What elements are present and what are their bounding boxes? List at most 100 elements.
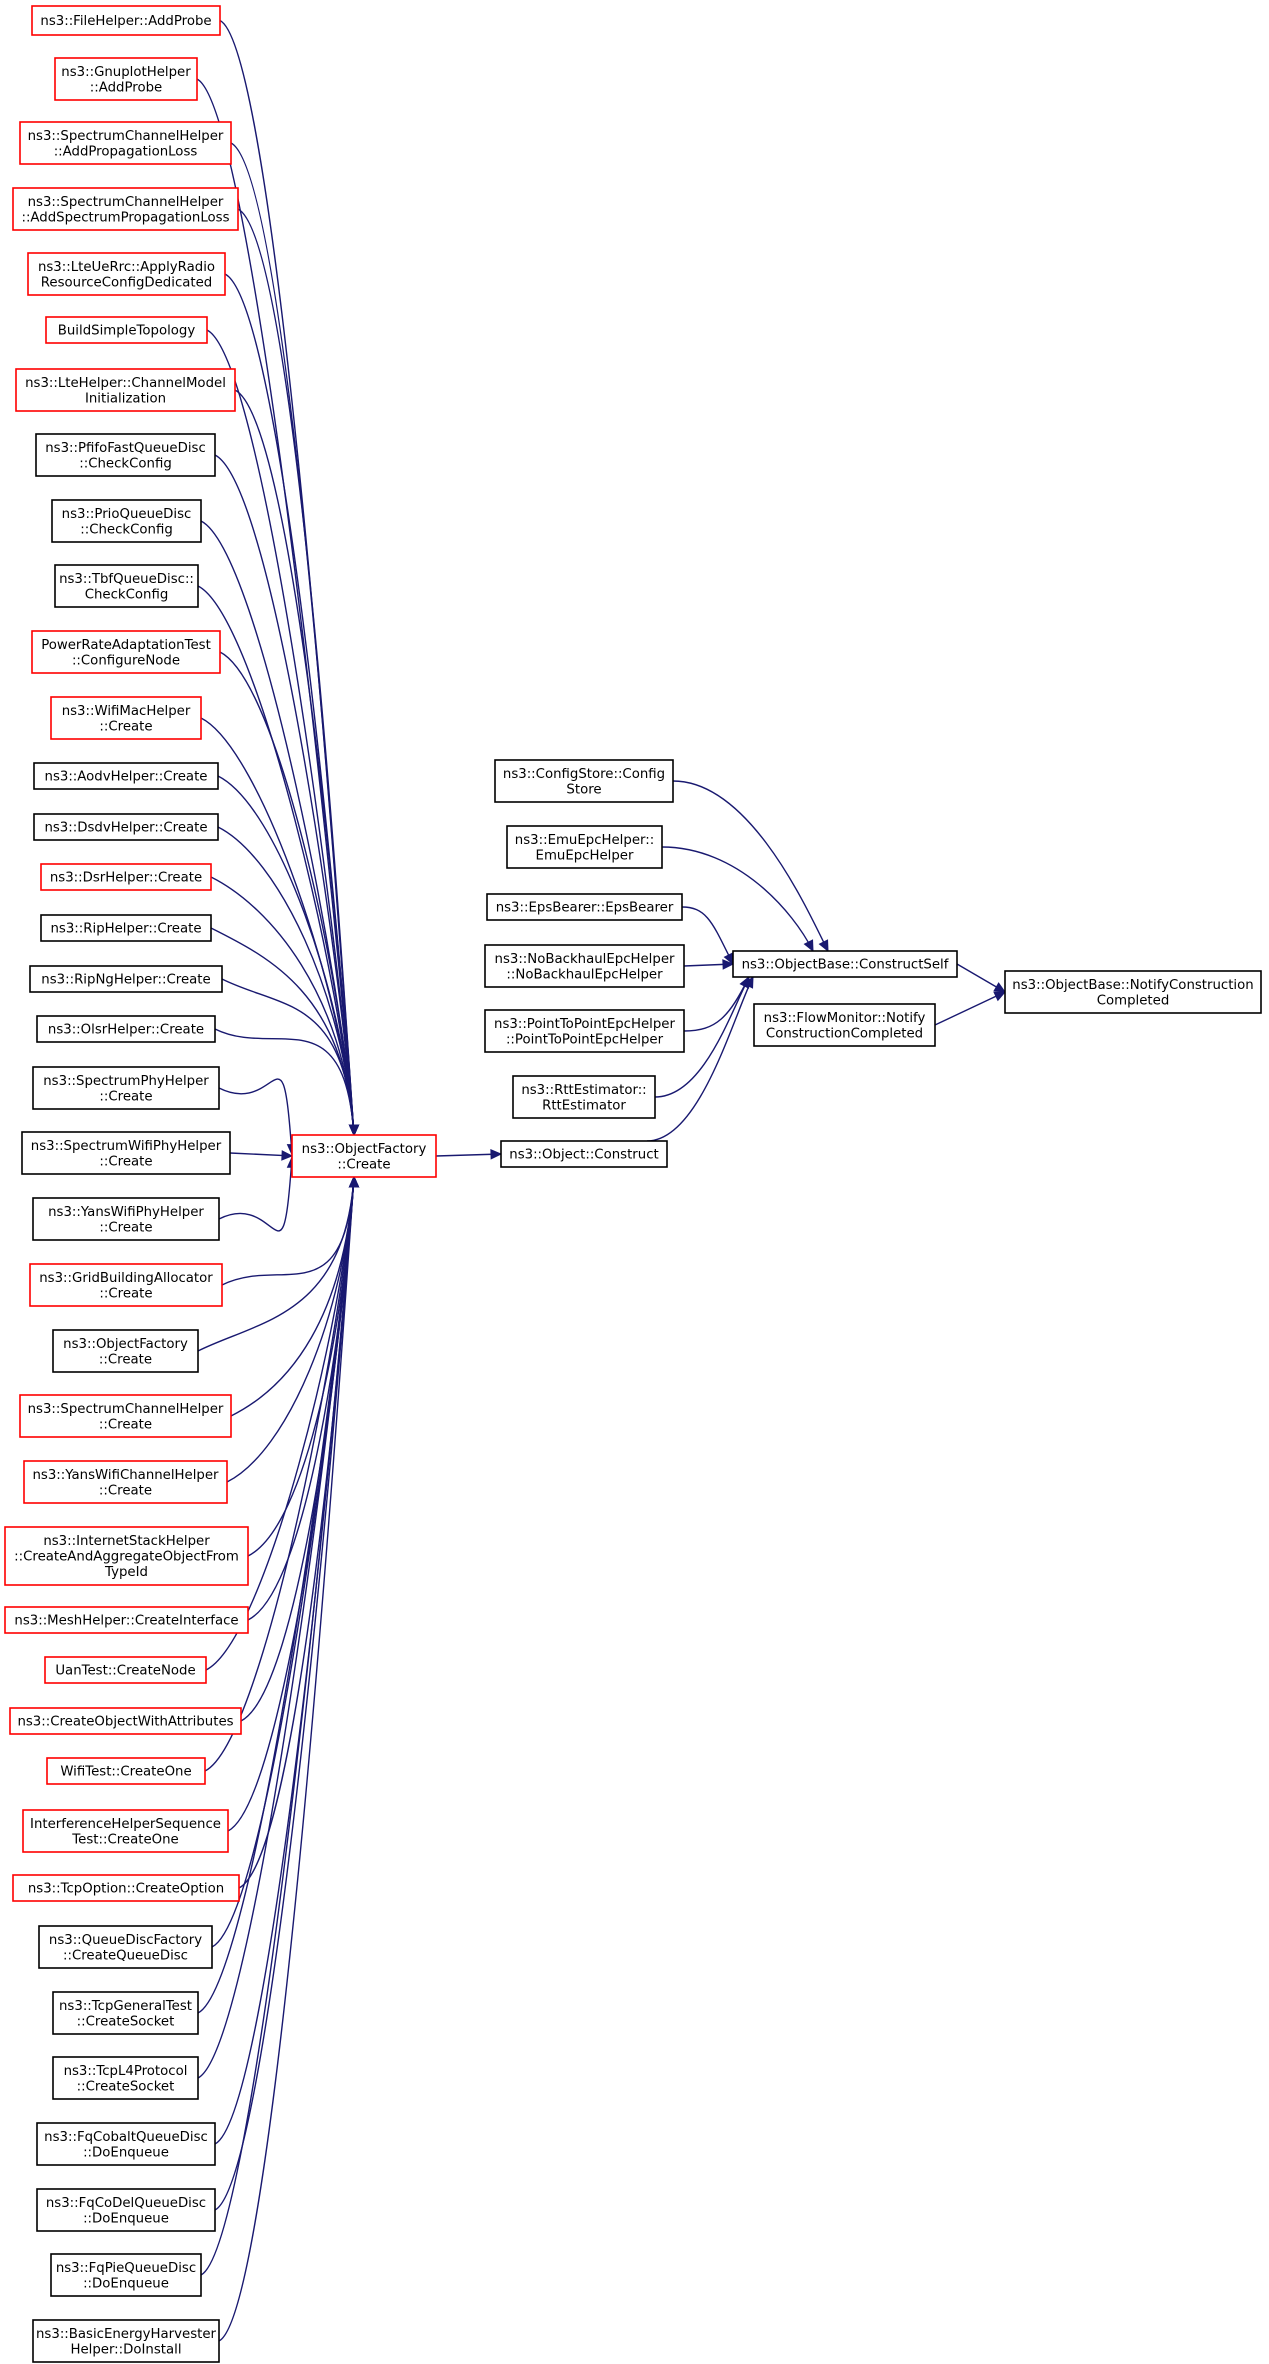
call-edge — [230, 142, 355, 1136]
node-object-construct[interactable]: ns3::Object::Construct — [500, 1140, 668, 1168]
node-emuepc[interactable]: ns3::EmuEpcHelper::EmuEpcHelper — [506, 825, 663, 869]
node-box — [29, 965, 223, 993]
node-label: ::CreateSocket — [77, 2014, 175, 2029]
node-interf[interactable]: InterferenceHelperSequenceTest::CreateOn… — [22, 1809, 229, 1853]
node-sch-addprop[interactable]: ns3::SpectrumChannelHelper::AddPropagati… — [19, 121, 232, 165]
node-yanswifi[interactable]: ns3::YansWifiPhyHelper::Create — [32, 1197, 220, 1241]
node-box — [506, 825, 663, 869]
node-rip[interactable]: ns3::RipHelper::Create — [40, 914, 212, 942]
node-tcpgen[interactable]: ns3::TcpGeneralTest::CreateSocket — [52, 1991, 199, 2035]
call-edge — [218, 1078, 293, 1155]
node-label: ns3::SpectrumWifiPhyHelper — [31, 1139, 222, 1154]
node-label: ::Create — [99, 1417, 152, 1432]
node-lte-chan[interactable]: ns3::LteHelper::ChannelModelInitializati… — [15, 368, 236, 412]
node-box — [51, 499, 202, 543]
node-layer: ns3::FileHelper::AddProbens3::GnuplotHel… — [4, 5, 1262, 2363]
node-rtt[interactable]: ns3::RttEstimator::RttEstimator — [512, 1075, 656, 1119]
node-build-simple[interactable]: BuildSimpleTopology — [45, 316, 208, 344]
node-fqcodel[interactable]: ns3::FqCoDelQueueDisc::DoEnqueue — [36, 2188, 216, 2232]
node-ripng[interactable]: ns3::RipNgHelper::Create — [29, 965, 223, 993]
node-dsdv[interactable]: ns3::DsdvHelper::Create — [33, 813, 219, 841]
node-sch-addspec[interactable]: ns3::SpectrumChannelHelper::AddSpectrumP… — [12, 187, 239, 231]
node-inetstack[interactable]: ns3::InternetStackHelper::CreateAndAggre… — [4, 1526, 249, 1586]
node-label: RttEstimator — [542, 1098, 626, 1113]
node-label: InterferenceHelperSequence — [30, 1817, 221, 1832]
node-box — [36, 2122, 216, 2166]
call-edge — [237, 208, 355, 1136]
node-objfactory-create[interactable]: ns3::ObjectFactory::Create — [291, 1134, 437, 1178]
node-flowmon[interactable]: ns3::FlowMonitor::NotifyConstructionComp… — [753, 1003, 936, 1047]
node-label: ::PointToPointEpcHelper — [506, 1032, 664, 1047]
call-edge — [683, 976, 750, 1032]
focus-node[interactable]: ns3::ObjectBase::NotifyConstructionCompl… — [1004, 970, 1262, 1014]
node-qdfact[interactable]: ns3::QueueDiscFactory::CreateQueueDisc — [38, 1925, 213, 1969]
node-prio[interactable]: ns3::PrioQueueDisc::CheckConfig — [51, 499, 202, 543]
node-uan[interactable]: UanTest::CreateNode — [44, 1656, 207, 1684]
node-fqpie[interactable]: ns3::FqPieQueueDisc::DoEnqueue — [50, 2253, 202, 2297]
call-edge — [218, 1157, 293, 1232]
node-box — [38, 1925, 213, 1969]
call-edge — [219, 651, 355, 1136]
node-label: ::NoBackhaulEpcHelper — [506, 967, 663, 982]
node-olsr[interactable]: ns3::OlsrHelper::Create — [36, 1015, 216, 1043]
node-tcpl4[interactable]: ns3::TcpL4Protocol::CreateSocket — [52, 2056, 199, 2100]
node-box — [31, 630, 221, 674]
node-tcpopt[interactable]: ns3::TcpOption::CreateOption — [12, 1874, 240, 1902]
node-label: ::CheckConfig — [79, 456, 172, 471]
node-label: ns3::RipHelper::Create — [50, 922, 201, 937]
node-label: ::Create — [99, 719, 152, 734]
node-label: UanTest::CreateNode — [55, 1664, 195, 1679]
node-aodv[interactable]: ns3::AodvHelper::Create — [33, 762, 219, 790]
node-box — [52, 1329, 199, 1373]
node-label: ns3::TcpGeneralTest — [59, 1999, 192, 2014]
node-configstore[interactable]: ns3::ConfigStore::ConfigStore — [494, 759, 674, 803]
node-fqcobalt[interactable]: ns3::FqCobaltQueueDisc::DoEnqueue — [36, 2122, 216, 2166]
node-box — [512, 1075, 656, 1119]
call-edge — [205, 1176, 355, 1671]
node-specphy[interactable]: ns3::SpectrumPhyHelper::Create — [32, 1066, 220, 1110]
node-objfact-c[interactable]: ns3::ObjectFactory::Create — [52, 1329, 199, 1373]
node-box — [23, 1460, 228, 1504]
node-lte-apply[interactable]: ns3::LteUeRrc::ApplyRadioResourceConfigD… — [27, 252, 226, 296]
call-edge — [204, 1176, 355, 1772]
node-label: ns3::ObjectBase::ConstructSelf — [742, 958, 949, 973]
node-p2pepc[interactable]: ns3::PointToPointEpcHelper::PointToPoint… — [484, 1009, 685, 1053]
node-box — [54, 57, 198, 101]
node-constructself[interactable]: ns3::ObjectBase::ConstructSelf — [732, 950, 958, 978]
node-label: ns3::ConfigStore::Config — [503, 767, 665, 782]
node-wifitest[interactable]: WifiTest::CreateOne — [46, 1757, 206, 1785]
call-edge — [240, 1176, 355, 1722]
node-power-rate[interactable]: PowerRateAdaptationTest::ConfigureNode — [31, 630, 221, 674]
node-label: ns3::LteUeRrc::ApplyRadio — [38, 260, 215, 275]
node-label: ns3::ObjectBase::NotifyConstruction — [1012, 978, 1253, 993]
node-label: CheckConfig — [85, 587, 169, 602]
node-basicenergy[interactable]: ns3::BasicEnergyHarvesterHelper::DoInsta… — [32, 2319, 220, 2363]
node-nobackhaul[interactable]: ns3::NoBackhaulEpcHelper::NoBackhaulEpcH… — [484, 944, 685, 988]
node-gridbuild[interactable]: ns3::GridBuildingAllocator::Create — [29, 1263, 223, 1307]
node-label: ns3::SpectrumPhyHelper — [43, 1074, 209, 1089]
node-dsr[interactable]: ns3::DsrHelper::Create — [40, 863, 212, 891]
node-pfifo[interactable]: ns3::PfifoFastQueueDisc::CheckConfig — [35, 433, 216, 477]
node-specchan-c[interactable]: ns3::SpectrumChannelHelper::Create — [19, 1394, 232, 1438]
node-tbf[interactable]: ns3::TbfQueueDisc::CheckConfig — [54, 564, 199, 608]
call-edge — [200, 717, 355, 1136]
node-label: ns3::FlowMonitor::Notify — [764, 1011, 926, 1026]
node-label: TypeId — [104, 1565, 148, 1580]
call-edge — [654, 976, 750, 1098]
node-wifimac[interactable]: ns3::WifiMacHelper::Create — [50, 696, 202, 740]
node-specwifi[interactable]: ns3::SpectrumWifiPhyHelper::Create — [21, 1131, 231, 1175]
node-label: ns3::CreateObjectWithAttributes — [17, 1715, 233, 1730]
node-label: ns3::BasicEnergyHarvester — [36, 2327, 217, 2342]
node-box — [32, 1066, 220, 1110]
node-mesh[interactable]: ns3::MeshHelper::CreateInterface — [4, 1606, 249, 1634]
node-createobj[interactable]: ns3::CreateObjectWithAttributes — [9, 1707, 242, 1735]
node-yanschan-c[interactable]: ns3::YansWifiChannelHelper::Create — [23, 1460, 228, 1504]
node-label: ns3::InternetStackHelper — [43, 1534, 210, 1549]
node-box — [29, 1263, 223, 1307]
node-label: ns3::QueueDiscFactory — [49, 1933, 202, 1948]
node-label: ::Create — [99, 1352, 152, 1367]
node-fh-addprobe[interactable]: ns3::FileHelper::AddProbe — [31, 5, 221, 36]
node-label: ::AddProbe — [90, 80, 162, 95]
node-epsbearer[interactable]: ns3::EpsBearer::EpsBearer — [486, 893, 683, 921]
node-gp-addprobe[interactable]: ns3::GnuplotHelper::AddProbe — [54, 57, 198, 101]
